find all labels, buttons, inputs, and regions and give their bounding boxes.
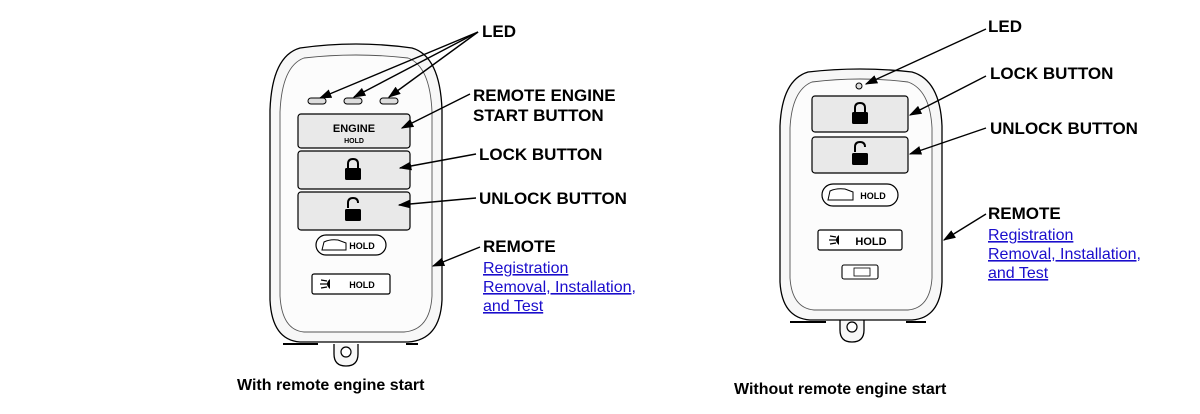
right-fob: HOLD HOLD LED LOCK BUTTON UNLOCK BUTTON bbox=[734, 17, 1141, 398]
battery-cover-slot bbox=[841, 264, 879, 280]
key-ring-icon bbox=[333, 344, 359, 367]
trunk-hold-button[interactable]: HOLD bbox=[821, 183, 899, 207]
left-caption: With remote engine start bbox=[237, 377, 425, 394]
led-indicator-icon bbox=[855, 82, 863, 90]
removal-installation-link[interactable]: Removal, Installation, bbox=[483, 279, 636, 296]
unlock-button[interactable] bbox=[811, 136, 909, 174]
lock-button-label: LOCK BUTTON bbox=[990, 64, 1113, 83]
led-indicator-icon bbox=[307, 97, 399, 105]
unlock-button[interactable] bbox=[297, 191, 411, 231]
unlock-icon bbox=[852, 140, 868, 165]
right-caption: Without remote engine start bbox=[734, 381, 947, 398]
lock-button[interactable] bbox=[811, 95, 909, 133]
trunk-hold-text: HOLD bbox=[860, 191, 886, 201]
engine-button-text: ENGINE bbox=[333, 123, 375, 135]
engine-hold-text: HOLD bbox=[344, 138, 364, 145]
engine-start-button[interactable]: ENGINE HOLD bbox=[297, 113, 411, 149]
panic-light-icon bbox=[829, 235, 839, 245]
remote-label: REMOTE bbox=[483, 237, 556, 256]
panic-hold-text: HOLD bbox=[855, 236, 886, 248]
key-ring-icon bbox=[839, 318, 865, 343]
registration-link[interactable]: Registration bbox=[483, 260, 568, 277]
lock-icon bbox=[345, 157, 361, 180]
panic-hold-button[interactable]: HOLD bbox=[311, 273, 391, 295]
remote-engine-start-label-line1: REMOTE ENGINE bbox=[473, 86, 616, 105]
led-label: LED bbox=[988, 17, 1022, 36]
and-test-link[interactable]: and Test bbox=[988, 265, 1049, 282]
right-leader-lines bbox=[864, 28, 987, 241]
lock-button-label: LOCK BUTTON bbox=[479, 145, 602, 164]
removal-installation-link[interactable]: Removal, Installation, bbox=[988, 246, 1141, 263]
trunk-icon bbox=[321, 239, 347, 251]
remote-engine-start-label-line2: START BUTTON bbox=[473, 106, 604, 125]
left-leader-lines bbox=[318, 31, 481, 267]
led-label: LED bbox=[482, 22, 516, 41]
panic-hold-text: HOLD bbox=[349, 280, 375, 290]
and-test-link[interactable]: and Test bbox=[483, 298, 544, 315]
unlock-icon bbox=[345, 196, 361, 221]
registration-link[interactable]: Registration bbox=[988, 227, 1073, 244]
trunk-hold-button[interactable]: HOLD bbox=[315, 234, 387, 256]
unlock-button-label: UNLOCK BUTTON bbox=[990, 119, 1138, 138]
trunk-icon bbox=[827, 188, 854, 201]
remote-label: REMOTE bbox=[988, 204, 1061, 223]
panic-light-icon bbox=[320, 279, 330, 289]
panic-hold-button[interactable]: HOLD bbox=[817, 229, 903, 251]
left-fob: ENGINE HOLD HOLD bbox=[237, 22, 636, 394]
lock-button[interactable] bbox=[297, 150, 411, 190]
lock-icon bbox=[852, 101, 868, 124]
trunk-hold-text: HOLD bbox=[349, 241, 375, 251]
unlock-button-label: UNLOCK BUTTON bbox=[479, 189, 627, 208]
